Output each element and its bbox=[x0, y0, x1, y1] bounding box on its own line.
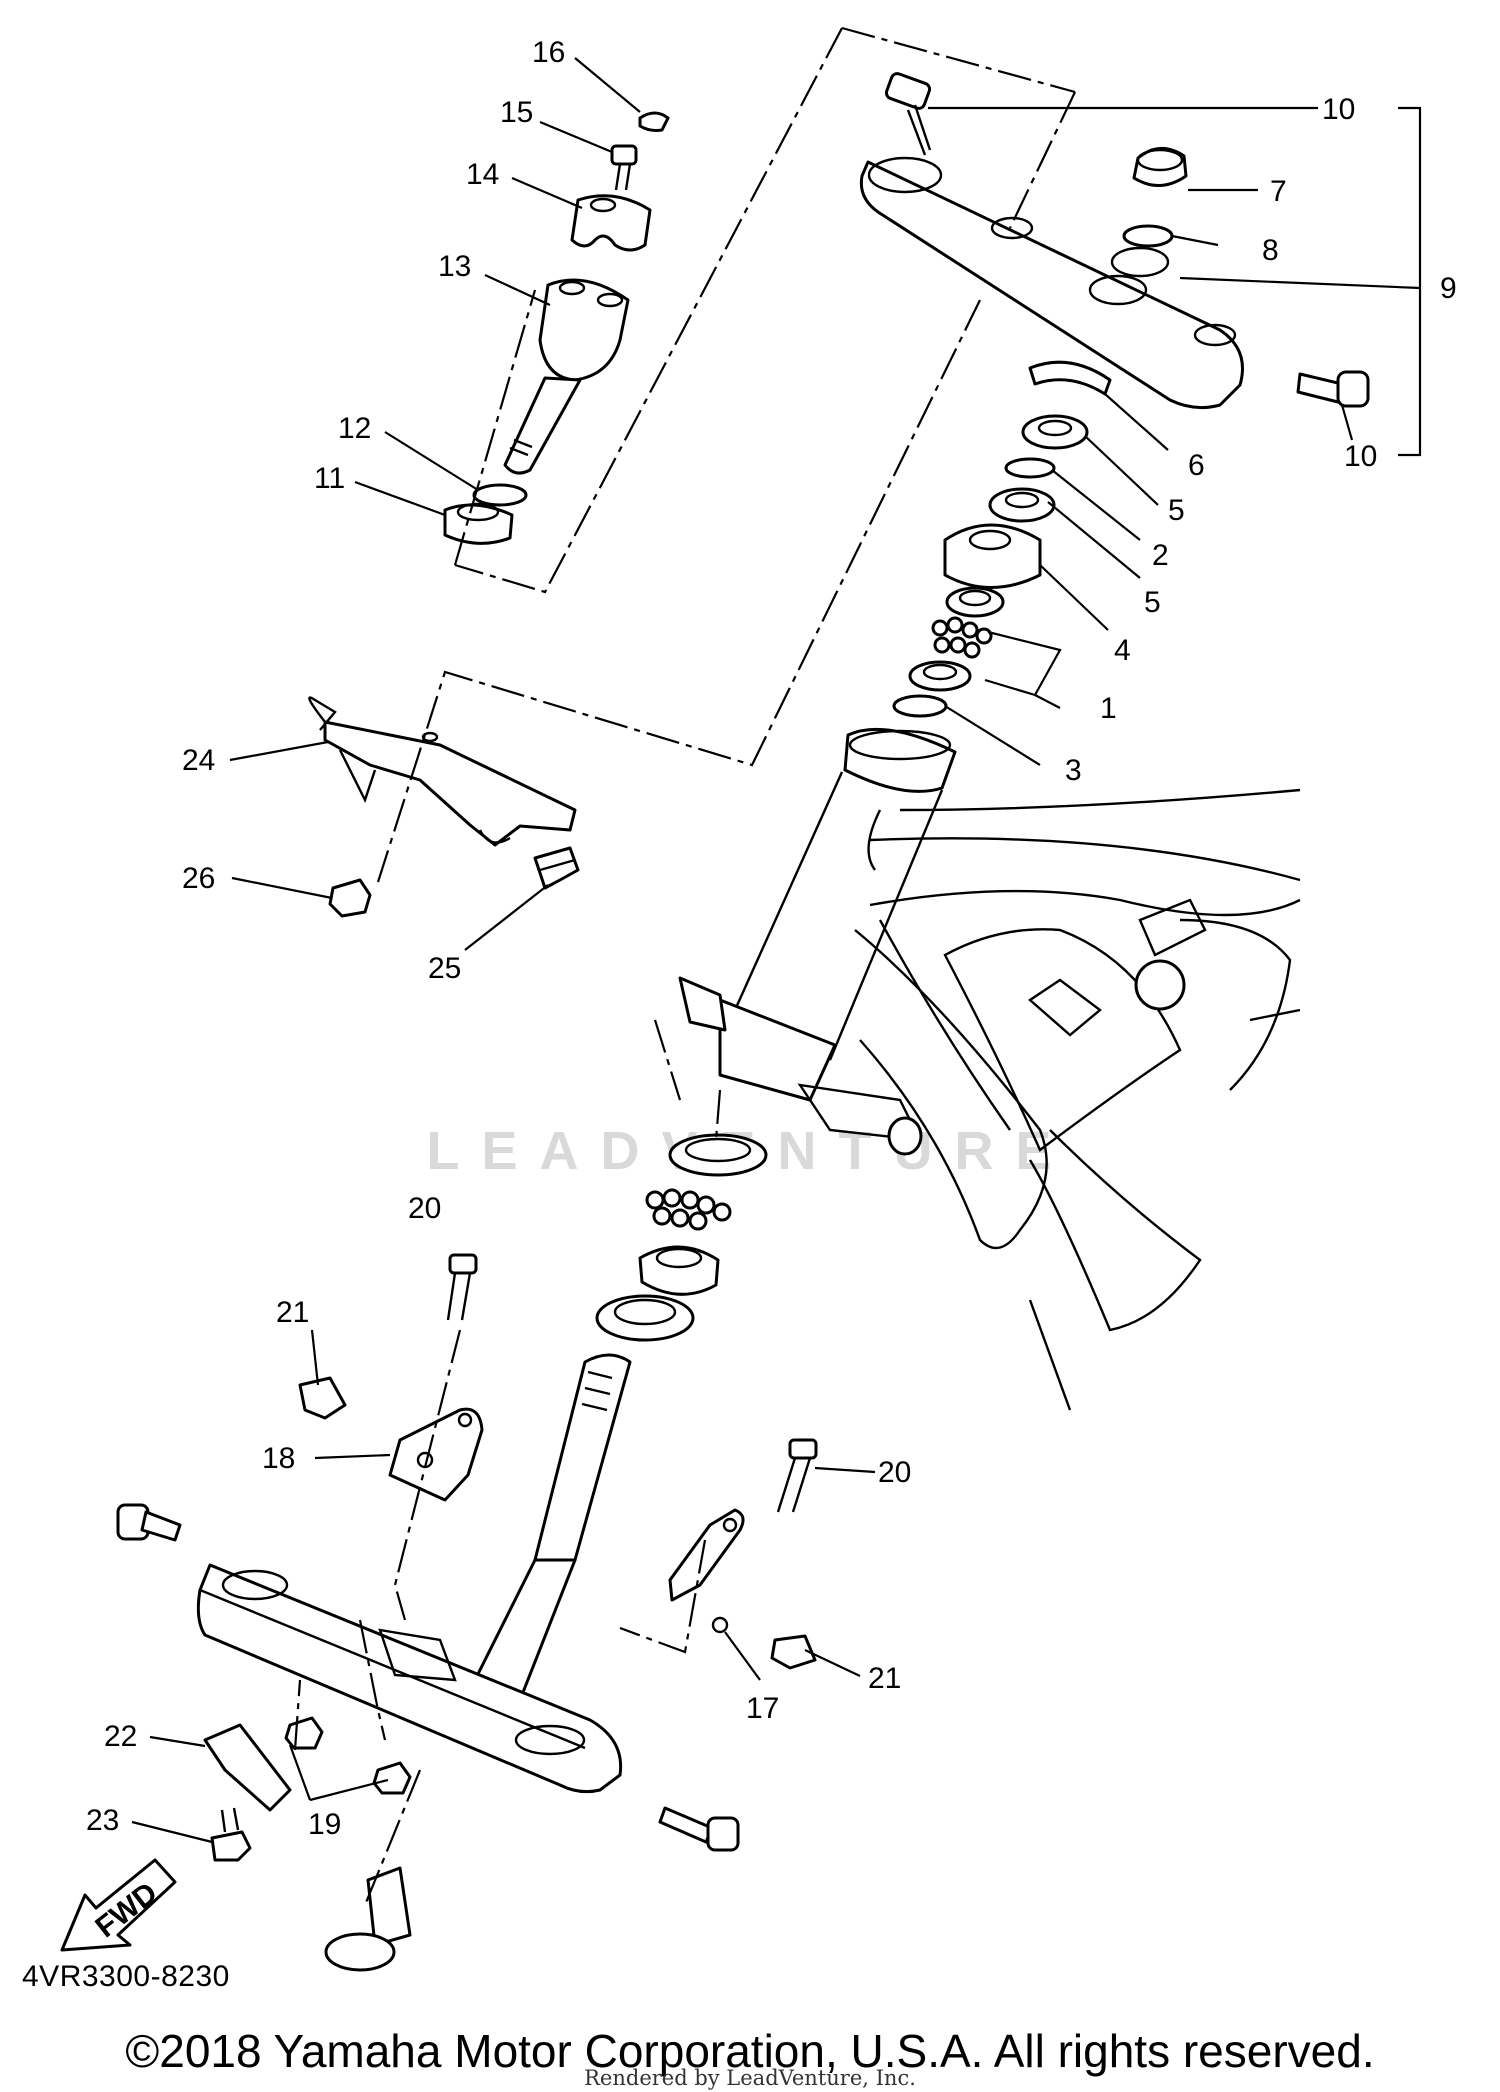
callout-22: 22 bbox=[104, 1720, 137, 1753]
ring-nut-part-5-upper bbox=[1021, 414, 1089, 450]
callout-4: 4 bbox=[1114, 634, 1131, 667]
callout-25: 25 bbox=[428, 952, 461, 985]
lower-bearing-balls bbox=[645, 1188, 732, 1231]
bracket-part-17 bbox=[668, 1508, 745, 1634]
cap-part-16 bbox=[638, 111, 670, 132]
rendered-by-note: Rendered by LeadVenture, Inc. bbox=[584, 2066, 916, 2090]
callout-5a: 5 bbox=[1168, 494, 1185, 527]
brake-hose-bracket-part-24 bbox=[308, 696, 577, 847]
callout-19: 19 bbox=[308, 1808, 341, 1841]
callout-15: 15 bbox=[500, 96, 533, 129]
pinch-bolt-right bbox=[658, 1806, 740, 1852]
callout-numbers: 1 2 3 4 5 5 6 7 8 9 10 10 11 12 13 14 15… bbox=[86, 36, 1457, 1841]
callout-3: 3 bbox=[1065, 754, 1082, 787]
lower-bearing-inner-race bbox=[638, 1245, 720, 1296]
cap-nut-part-7 bbox=[1132, 147, 1188, 187]
flange-bolt-part-20-left bbox=[446, 1253, 478, 1321]
callout-16: 16 bbox=[532, 36, 565, 69]
pinch-bolt-left bbox=[116, 1503, 182, 1542]
seal-part-3 bbox=[892, 694, 948, 718]
handlebar-holder-part-13 bbox=[503, 278, 630, 475]
stem-nut-bottom bbox=[324, 1866, 412, 1972]
nut-part-19-right bbox=[372, 1761, 412, 1795]
callout-18: 18 bbox=[262, 1442, 295, 1475]
callout-12: 12 bbox=[338, 412, 371, 445]
callout-20a: 20 bbox=[408, 1192, 441, 1225]
ring-nut-part-5-lower bbox=[988, 487, 1056, 523]
callout-7: 7 bbox=[1270, 175, 1287, 208]
callout-20b: 20 bbox=[878, 1456, 911, 1489]
callout-13: 13 bbox=[438, 250, 471, 283]
washer-part-2 bbox=[1004, 457, 1056, 479]
lower-dust-seal bbox=[595, 1294, 695, 1342]
bolt-part-10-right bbox=[1296, 370, 1370, 408]
leader-lines bbox=[131, 57, 1422, 1844]
lower-bracket bbox=[196, 1563, 623, 1794]
bolt-part-15 bbox=[610, 144, 638, 191]
bracket-part-22 bbox=[203, 1723, 292, 1812]
callout-14: 14 bbox=[466, 158, 499, 191]
nut-part-26 bbox=[328, 878, 372, 918]
frame-head-pipe bbox=[678, 727, 1301, 1411]
lock-washer-part-6 bbox=[1028, 360, 1112, 396]
steering-stem bbox=[468, 1353, 632, 1702]
washer-part-12 bbox=[472, 483, 528, 507]
callout-24: 24 bbox=[182, 744, 215, 777]
clip-part-25 bbox=[533, 846, 580, 890]
bolt-part-10-top bbox=[884, 72, 932, 156]
clip-part-21-left bbox=[298, 1376, 347, 1420]
bearing-race-part-1-lower bbox=[908, 660, 972, 692]
callout-6: 6 bbox=[1188, 449, 1205, 482]
nut-part-19-left bbox=[284, 1716, 324, 1750]
washer-part-8 bbox=[1122, 224, 1174, 248]
callout-10b: 10 bbox=[1344, 440, 1377, 473]
callout-9: 9 bbox=[1440, 272, 1457, 305]
callout-2: 2 bbox=[1152, 539, 1169, 572]
callout-10a: 10 bbox=[1322, 93, 1355, 126]
damper-part-11 bbox=[443, 502, 514, 545]
assembly-lines bbox=[293, 26, 1076, 1906]
diagram-code: 4VR3300-8230 bbox=[22, 1960, 230, 1993]
bearing-balls-part-1 bbox=[931, 616, 993, 659]
lower-bearing-race bbox=[668, 1133, 768, 1177]
callout-8: 8 bbox=[1262, 234, 1279, 267]
copyright-notice: ©2018 Yamaha Motor Corporation, U.S.A. A… bbox=[125, 2025, 1375, 2077]
clip-part-21-right bbox=[770, 1634, 817, 1670]
callout-1: 1 bbox=[1100, 692, 1117, 725]
callout-21a: 21 bbox=[276, 1296, 309, 1329]
callout-5b: 5 bbox=[1144, 586, 1161, 619]
upper-holder-part-14 bbox=[570, 194, 652, 252]
bearing-race-part-1-upper bbox=[945, 586, 1005, 618]
upper-bracket-part-9 bbox=[859, 156, 1244, 410]
callout-17: 17 bbox=[746, 1692, 779, 1725]
callout-21b: 21 bbox=[868, 1662, 901, 1695]
flange-bolt-part-20-right bbox=[776, 1438, 818, 1513]
fwd-arrow-icon: FWD bbox=[60, 1858, 177, 1952]
bolt-part-23 bbox=[210, 1807, 252, 1862]
callout-11: 11 bbox=[314, 462, 345, 495]
dust-cover-part-4 bbox=[943, 523, 1042, 589]
callout-26: 26 bbox=[182, 862, 215, 895]
callout-23: 23 bbox=[86, 1804, 119, 1837]
